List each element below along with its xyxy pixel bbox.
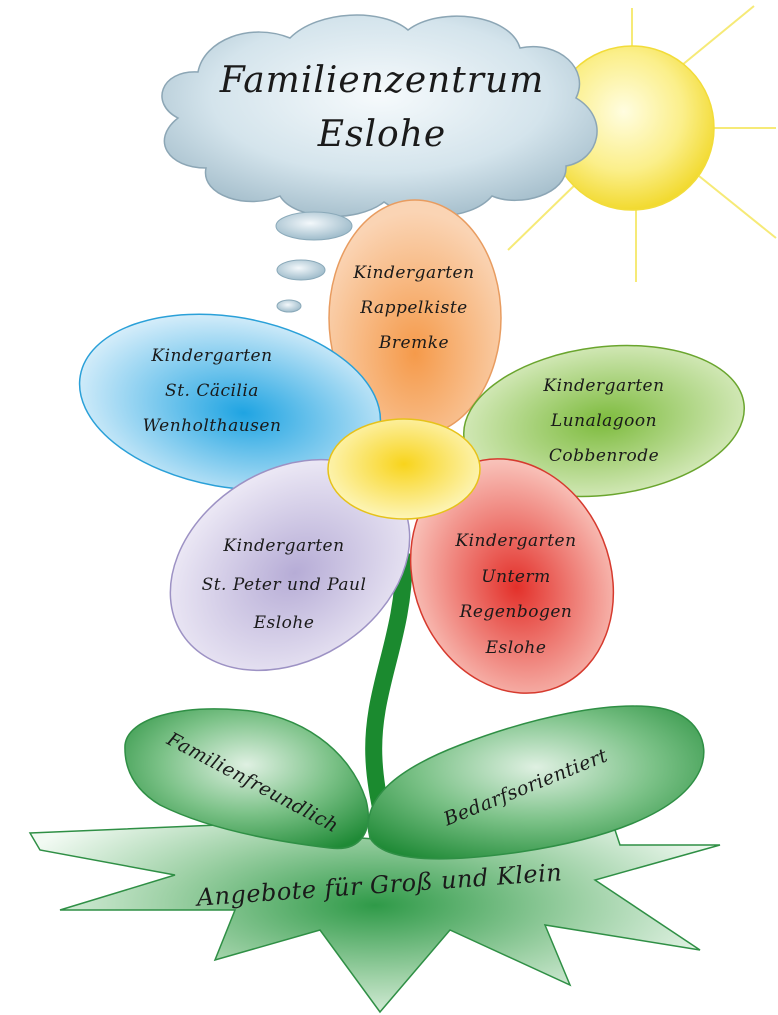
title-line-2: Eslohe	[317, 114, 446, 155]
petal-left-line-2: St. Cäcilia	[165, 381, 259, 401]
petal-right-line-2: Lunalagoon	[550, 411, 657, 431]
petal-left-line-1: Kindergarten	[150, 346, 272, 366]
petal-top-label: Kindergarten Rappelkiste Bremke	[352, 263, 474, 353]
petal-bottom-right-line-4: Eslohe	[485, 638, 547, 658]
thought-bubbles	[275, 211, 353, 313]
title-line-1: Familienzentrum	[219, 60, 545, 101]
petal-top-line-2: Rappelkiste	[359, 298, 467, 318]
petal-bottom-right-label: Kindergarten Unterm Regenbogen Eslohe	[454, 531, 576, 658]
petal-top-line-3: Bremke	[378, 333, 449, 353]
petal-bottom-right-line-1: Kindergarten	[454, 531, 576, 551]
flower-center	[327, 418, 481, 520]
petal-bottom-left-line-2: St. Peter und Paul	[202, 575, 367, 595]
petal-left-line-3: Wenholthausen	[143, 416, 282, 436]
sun-rays	[507, 5, 777, 282]
petal-bottom-right-line-2: Unterm	[481, 567, 550, 587]
cloud-shape	[161, 14, 598, 218]
petal-bottom-left-line-3: Eslohe	[253, 613, 315, 633]
petal-left-label: Kindergarten St. Cäcilia Wenholthausen	[143, 346, 282, 436]
leaf-left	[124, 708, 369, 850]
petal-right-line-1: Kindergarten	[542, 376, 664, 396]
petal-right-label: Kindergarten Lunalagoon Cobbenrode	[542, 376, 664, 466]
leaf-right	[367, 705, 705, 860]
petal-bottom-left-label: Kindergarten St. Peter und Paul Eslohe	[202, 536, 367, 633]
petal-right-line-3: Cobbenrode	[549, 446, 659, 466]
petal-bottom-left-line-1: Kindergarten	[222, 536, 344, 556]
petal-top-line-1: Kindergarten	[352, 263, 474, 283]
petal-bottom-right-line-3: Regenbogen	[459, 602, 573, 622]
